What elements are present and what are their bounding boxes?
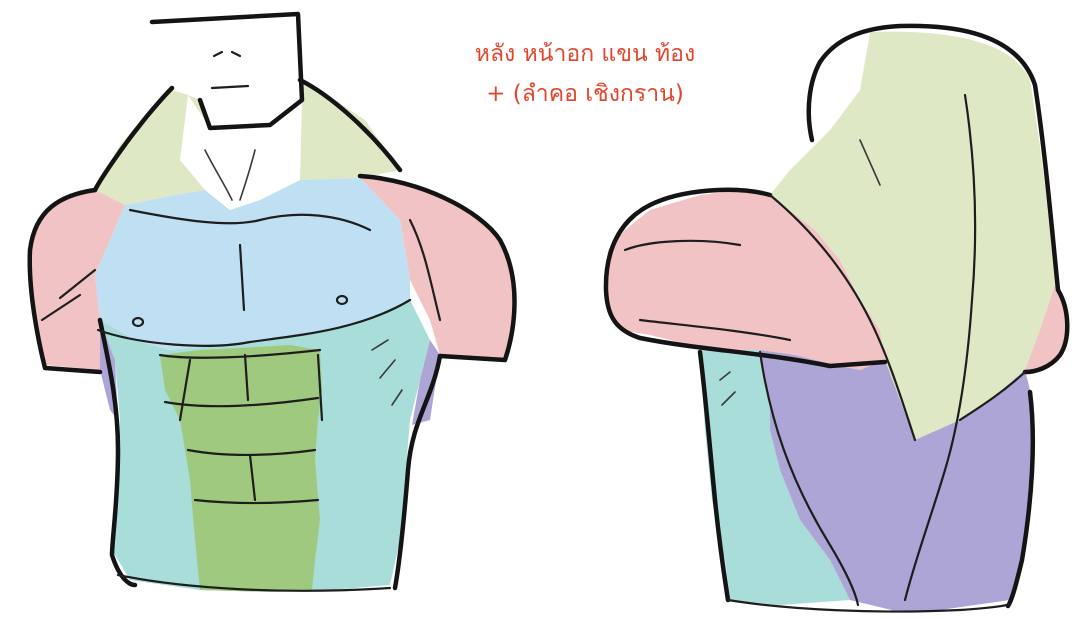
caption-line-2: + (ลำคอ เชิงกราน) [450, 80, 720, 108]
front-torso-figure [30, 14, 515, 592]
caption-line-1: หลัง หน้าอก แขน ท้อง [450, 40, 720, 68]
back-torso-figure [605, 26, 1067, 612]
